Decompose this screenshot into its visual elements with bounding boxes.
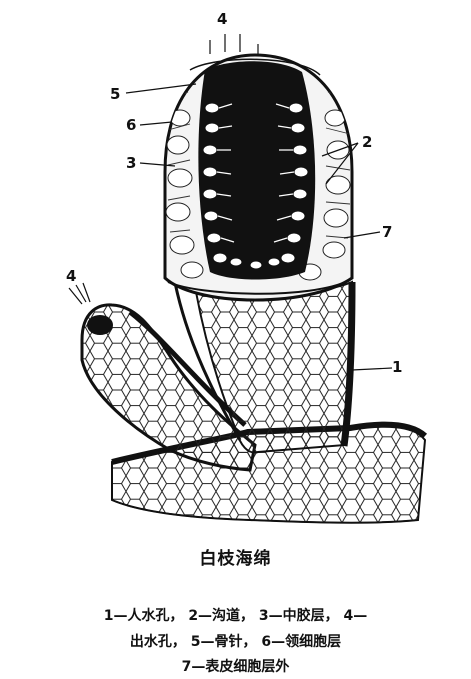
legend-line-1: 1—人水孔， 2—沟道， 3—中胶层， 4— [103,608,368,624]
label-4-bud: 4 [66,267,76,285]
label-4-top: 4 [217,10,227,28]
figure-title: 白枝海绵 [199,549,272,569]
label-3: 3 [126,154,136,172]
outflow-lines-main [209,34,259,54]
legend-line-2: 出水孔， 5—骨针， 6—领细胞层 [129,634,342,650]
cut-section [163,34,354,302]
central-cavity [198,61,316,280]
label-2: 2 [362,133,372,151]
label-6: 6 [126,116,136,134]
label-7: 7 [382,223,392,241]
label-5: 5 [110,85,120,103]
leader-lines [125,83,393,371]
label-1: 1 [392,358,402,376]
legend-line-3: 7—表皮细胞层外 [181,659,290,675]
osculum-bud [87,315,113,335]
